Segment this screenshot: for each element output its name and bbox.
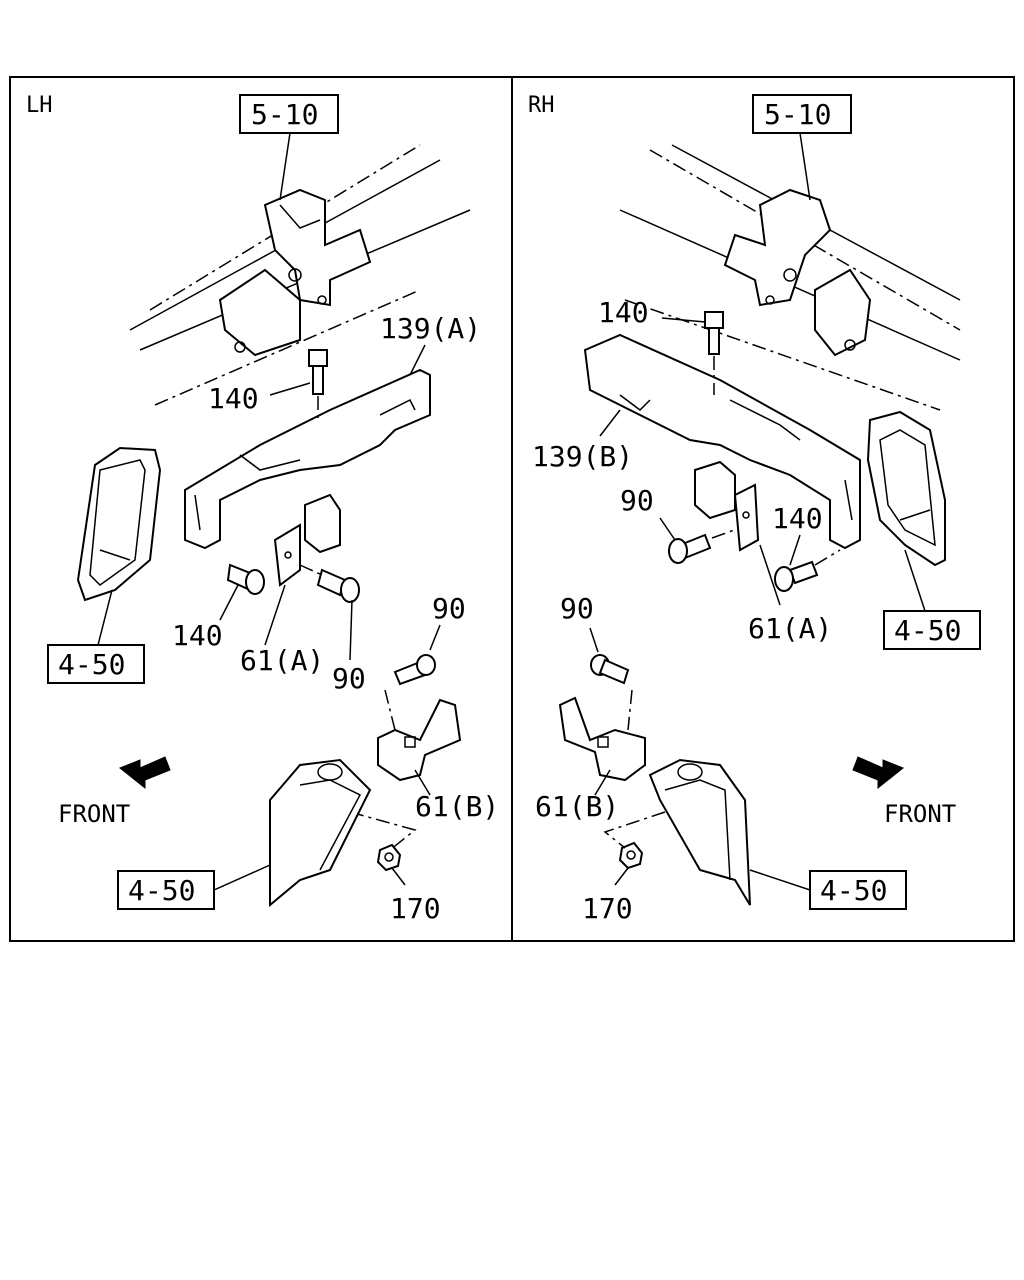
callout-61a-rh: 61(A) xyxy=(748,612,832,645)
bolt-90-lower-lh xyxy=(384,654,436,731)
callout-61a-lh: 61(A) xyxy=(240,644,324,677)
callout-61b-rh: 61(B) xyxy=(535,790,619,823)
bracket-61b-rh xyxy=(558,696,646,782)
front-label-lh: FRONT xyxy=(58,800,130,828)
bracket-61a-lh xyxy=(273,523,301,587)
callout-90-mid-lh: 90 xyxy=(332,662,366,695)
callout-140-upper-lh: 140 xyxy=(208,382,259,415)
ref-4-50-upper-lh: 4-50 xyxy=(58,648,125,681)
panel-rh: RH xyxy=(528,93,981,925)
front-label-rh: FRONT xyxy=(884,800,956,828)
ref-box-5-10-rh xyxy=(752,94,852,134)
spacer-block-rh xyxy=(694,460,736,520)
bolt-90-rh xyxy=(668,527,741,564)
mudguard-lower-rh xyxy=(648,758,751,906)
callout-139b: 139(B) xyxy=(532,440,633,473)
side-label-rh: RH xyxy=(528,93,555,118)
panel-lh: LH xyxy=(26,93,499,925)
callout-90-lower-lh: 90 xyxy=(432,592,466,625)
callout-140-upper-rh: 140 xyxy=(598,296,649,329)
ref-5-10-lh: 5-10 xyxy=(251,98,318,131)
callout-140-lower-rh: 140 xyxy=(772,502,823,535)
callout-90-lower-rh: 90 xyxy=(560,592,594,625)
leaders-lh xyxy=(97,132,441,891)
ref-box-5-10-lh xyxy=(239,94,339,134)
bolt-140-upper-rh xyxy=(704,311,724,395)
ref-box-4-50-upper-rh xyxy=(883,610,981,650)
cab-mount-rh xyxy=(723,188,872,357)
cab-mount-lh xyxy=(218,188,372,357)
mudguard-upper-rh xyxy=(866,410,946,567)
nut-170-rh xyxy=(603,811,666,870)
nut-170-lh xyxy=(349,811,417,872)
bracket-139b xyxy=(583,333,861,550)
ref-4-50-lower-rh: 4-50 xyxy=(820,874,887,907)
callout-139a: 139(A) xyxy=(380,312,481,345)
ref-box-4-50-upper-lh xyxy=(47,644,145,684)
bracket-61a-rh xyxy=(733,483,760,552)
side-label-lh: LH xyxy=(26,93,53,118)
leaders-rh xyxy=(589,132,926,891)
bolt-140-upper-lh xyxy=(308,349,328,420)
callout-170-lh: 170 xyxy=(390,892,441,925)
spacer-block-lh xyxy=(304,493,341,554)
bracket-61b-lh xyxy=(377,698,462,782)
bracket-139a xyxy=(184,368,431,550)
front-arrow-rh xyxy=(852,756,904,790)
callout-90-mid-rh: 90 xyxy=(620,484,654,517)
ref-5-10-rh: 5-10 xyxy=(764,98,831,131)
callout-170-rh: 170 xyxy=(582,892,633,925)
bolt-140-lower-lh xyxy=(226,563,265,595)
front-arrow-lh xyxy=(119,756,171,790)
mudguard-lower-lh xyxy=(269,758,372,908)
bolt-90-lh xyxy=(299,564,360,603)
mudguard-upper-lh xyxy=(76,446,162,602)
bolt-140-lower-rh xyxy=(774,549,841,592)
ref-4-50-lower-lh: 4-50 xyxy=(128,874,195,907)
callout-61b-lh: 61(B) xyxy=(415,790,499,823)
ref-4-50-upper-rh: 4-50 xyxy=(894,614,961,647)
bolt-90-lower-rh xyxy=(590,654,633,731)
callout-140-lower-lh: 140 xyxy=(172,619,223,652)
